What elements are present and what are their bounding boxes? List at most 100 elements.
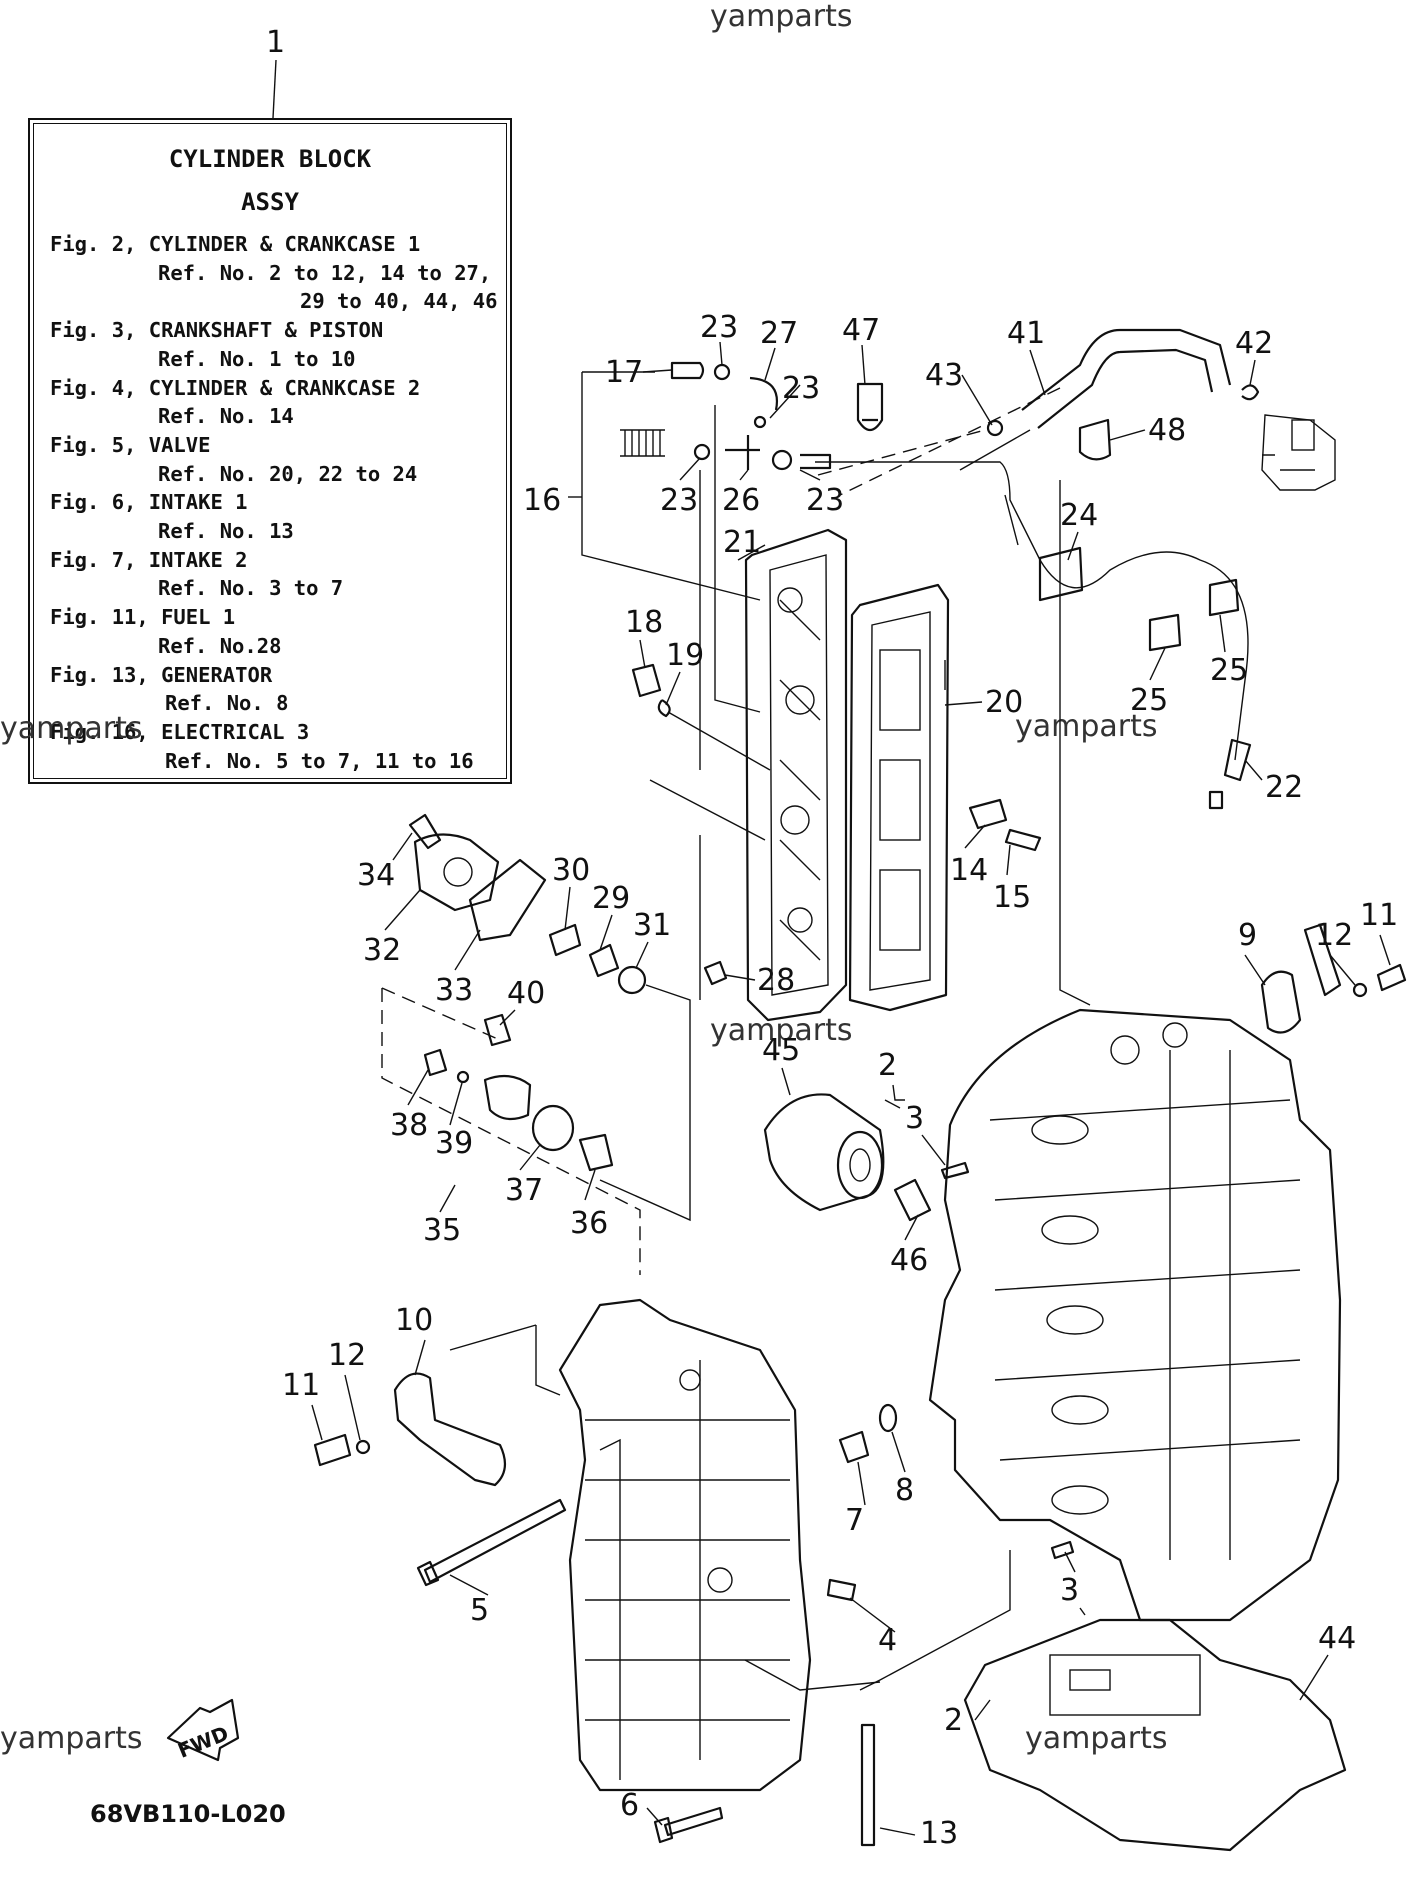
callout-2: 2 [944,1703,963,1738]
callout-37: 37 [505,1173,543,1208]
callout-25: 25 [1130,683,1168,718]
assy-ref-line: Ref. No.28 [158,633,282,658]
bolt-7 [838,1430,870,1464]
callout-43: 43 [925,358,963,393]
assy-figure-line: Fig. 11, FUEL 1 [50,605,236,630]
callout-32: 32 [363,933,401,968]
bolt-4 [826,1578,857,1602]
callout-26: 26 [722,483,760,518]
spring-coil [620,429,665,457]
assy-figure-line: Fig. 16, ELECTRICAL 3 [50,719,310,744]
watermark-left: yamparts [0,711,143,746]
callout-23: 23 [700,310,738,345]
callout-21: 21 [723,525,761,560]
clamp-47 [856,382,884,432]
hose-22 [1208,738,1252,810]
callout-18: 18 [625,605,663,640]
assy-ref-line: Ref. No. 1 to 10 [158,346,356,371]
bolt-5 [423,1498,567,1584]
exhaust-cover-gasket [848,583,950,1012]
callout-23: 23 [660,483,698,518]
callout-24: 24 [1060,498,1098,533]
bolt-38 [423,1048,448,1077]
assy-figure-line: Fig. 5, VALVE [50,432,211,457]
callout-16: 16 [523,483,561,518]
group-frame-35 [381,988,641,1275]
plug-36 [578,1133,614,1172]
callout-12: 12 [328,1338,366,1373]
long-hose [815,461,1249,761]
bracket-9 [1260,970,1302,1034]
callout-14: 14 [950,853,988,888]
assy-ref-line: Ref. No. 13 [158,519,294,544]
clip-42 [1241,384,1260,401]
callout-22: 22 [1265,770,1303,805]
bolt-6 [663,1806,724,1837]
callout-42: 42 [1235,326,1273,361]
callout-13: 13 [920,1816,958,1851]
callout-35: 35 [423,1213,461,1248]
fwd-arrow-icon: FWD [166,1698,240,1763]
assy-ref-line: Ref. No. 8 [165,691,289,716]
watermark-top: yamparts [710,0,853,34]
callout-12: 12 [1315,918,1353,953]
fwd-label: FWD [174,1721,232,1763]
callout-20: 20 [985,685,1023,720]
callout-10: 10 [395,1303,433,1338]
thermostat-29 [588,943,620,978]
callout-3: 3 [1060,1573,1079,1608]
assy-ref-line: Ref. No. 14 [158,404,294,429]
clamp-48 [1078,418,1112,461]
tee-joint-26 [725,435,760,470]
crankcase-left [558,1298,812,1792]
clamps-25 [1148,578,1240,652]
bracket-14 [968,798,1008,830]
callout-17: 17 [605,355,643,390]
callout-46: 46 [890,1243,928,1278]
watermark-right: yamparts [1015,709,1158,744]
callout-1: 1 [266,25,285,60]
callout-29: 29 [592,881,630,916]
clip-28 [703,960,728,986]
bolt-11-left [313,1433,352,1467]
callout-11: 11 [1360,898,1398,933]
assembly-reference-box: CYLINDER BLOCK ASSY Fig. 2, CYLINDER & C… [28,118,512,784]
callout-4: 4 [878,1623,897,1658]
elbow-hose-27 [749,376,779,411]
anode-37 [531,1104,575,1152]
callout-19: 19 [666,638,704,673]
bracket-10 [393,1372,507,1487]
bolt-11-right [1376,963,1407,992]
callout-28: 28 [757,963,795,998]
callout-23: 23 [806,483,844,518]
callout-11: 11 [282,1368,320,1403]
callout-44: 44 [1318,1621,1356,1656]
grommet-31 [617,965,647,995]
washer-19 [657,699,671,718]
assy-ref-line: Ref. No. 20, 22 to 24 [158,461,418,486]
washer-12-left [355,1439,371,1455]
stud-13 [860,1723,876,1847]
washer-39 [456,1070,470,1084]
callout-7: 7 [845,1503,864,1538]
callout-38: 38 [390,1108,428,1143]
assy-figure-line: Fig. 7, INTAKE 2 [50,547,248,572]
bolt-34 [408,813,442,850]
watermark-bottom-right: yamparts [1025,1721,1168,1756]
assy-figure-list: Fig. 2, CYLINDER & CRANKCASE 1 Ref. No. 2… [50,230,510,775]
pin-3-lower [1050,1540,1075,1560]
assy-figure-line: Fig. 4, CYLINDER & CRANKCASE 2 [50,375,421,400]
callout-8: 8 [895,1473,914,1508]
fitting-46 [893,1178,932,1222]
washer-8 [878,1403,898,1433]
callout-27: 27 [760,316,798,351]
assy-figure-line: Fig. 2, CYLINDER & CRANKCASE 1 [50,232,421,256]
exhaust-cover-plate [744,528,848,1022]
oil-filter-45 [763,1093,885,1212]
bolt-15 [1004,828,1042,852]
callout-5: 5 [470,1593,489,1628]
callout-15: 15 [993,880,1031,915]
assy-ref-line: Ref. No. 2 to 12, 14 to 27, [158,260,492,285]
clip-23c [753,415,767,429]
